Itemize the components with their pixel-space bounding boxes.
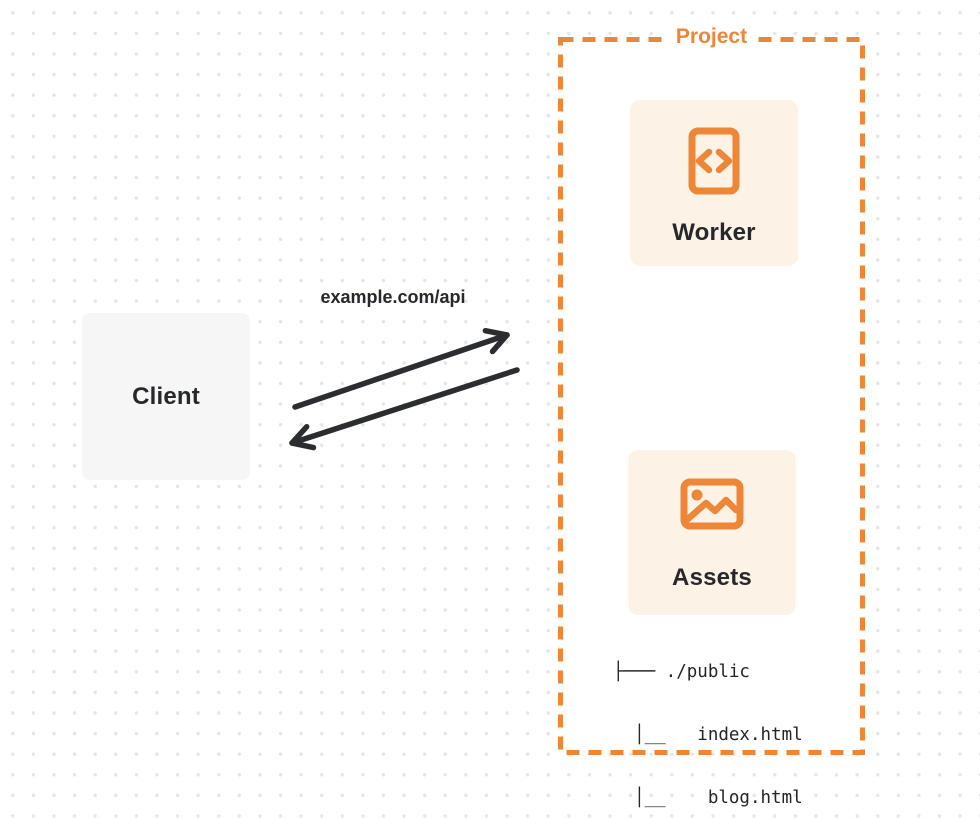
project-label: Project <box>666 25 757 49</box>
request-arrow <box>292 327 510 410</box>
code-file-icon <box>688 127 740 195</box>
assets-node: Assets <box>628 450 796 615</box>
assets-file-tree: ├─── ./public │__ index.html │__ blog.ht… <box>613 620 803 818</box>
image-icon <box>680 478 744 530</box>
worker-node: Worker <box>630 100 798 266</box>
client-node: Client <box>82 313 250 480</box>
response-arrow <box>289 367 520 451</box>
file-tree-line: ├─── ./public <box>613 662 750 682</box>
client-label: Client <box>132 382 200 410</box>
assets-label: Assets <box>672 564 752 591</box>
file-tree-line: │__ index.html <box>613 725 803 745</box>
request-url-label: example.com/api <box>320 287 466 307</box>
file-tree-line: │__ blog.html <box>613 788 803 808</box>
project-boundary: Project Worker Assets ├─── ./public │__ … <box>558 25 865 808</box>
request-response-arrows <box>289 327 520 451</box>
worker-label: Worker <box>672 219 756 246</box>
